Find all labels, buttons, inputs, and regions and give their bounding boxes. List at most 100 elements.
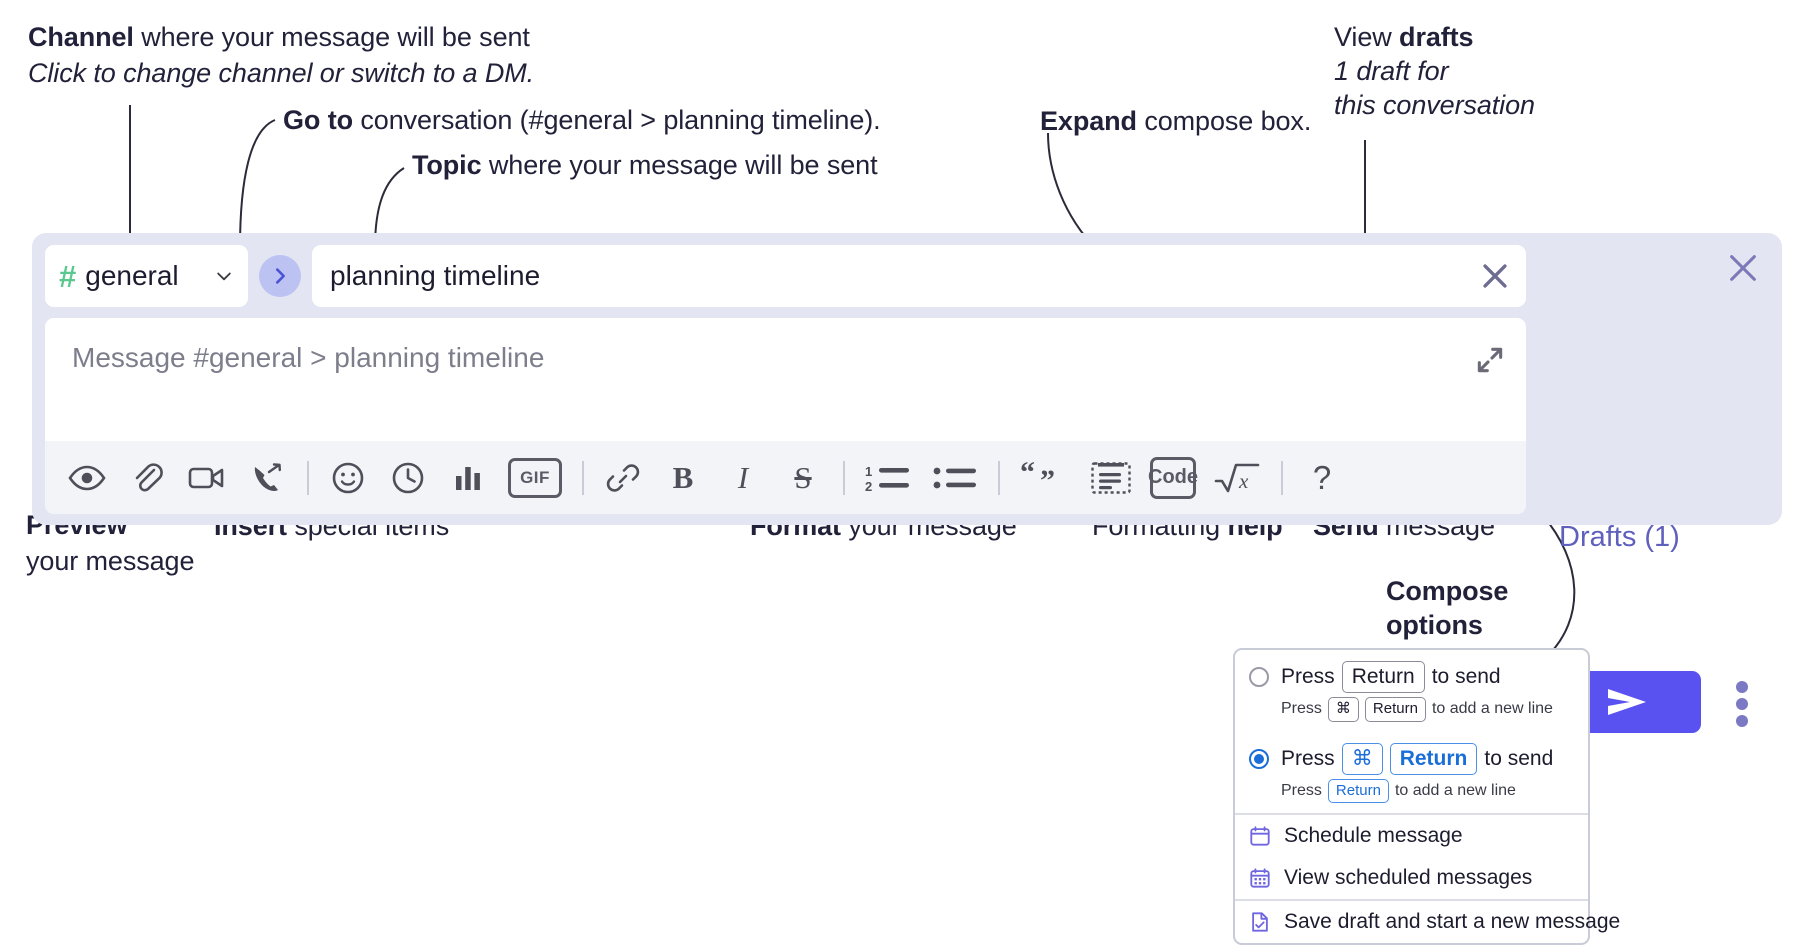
annotation-channel-sub: Click to change channel or switch to a D… — [28, 57, 535, 88]
key-command: ⌘ — [1327, 697, 1359, 722]
menu-item-label: View scheduled messages — [1284, 866, 1533, 890]
menu-item-view-scheduled-messages[interactable]: View scheduled messages — [1235, 857, 1588, 899]
gif-icon[interactable]: GIF — [508, 457, 562, 498]
gif-label: GIF — [508, 457, 562, 498]
svg-text:2: 2 — [865, 479, 872, 493]
radio-indicator-selected[interactable] — [1249, 748, 1269, 769]
menu-divider — [1235, 813, 1588, 816]
help-label: ? — [1312, 459, 1332, 496]
code-icon[interactable]: Code — [1148, 456, 1198, 499]
annotation-channel: Channel where your message will be sent … — [28, 22, 534, 90]
expand-diagonal-icon[interactable] — [1474, 344, 1506, 376]
code-block-icon[interactable] — [1089, 458, 1133, 498]
chevron-down-icon — [217, 272, 231, 281]
radio1-pre: Press — [1281, 665, 1335, 689]
preview-icon[interactable] — [67, 458, 107, 498]
menu-item-label: Schedule message — [1284, 824, 1463, 848]
poll-icon[interactable] — [448, 458, 488, 498]
strikethrough-icon[interactable]: S — [783, 458, 823, 498]
separator-5 — [1281, 460, 1283, 495]
menu-divider — [1235, 899, 1588, 902]
annotation-topic-bold: Topic — [412, 150, 482, 180]
radio-option-cmd-return-to-send[interactable]: Press ⌘ Return to send Press Return to a… — [1235, 732, 1588, 814]
radio1-post: to send — [1431, 665, 1501, 689]
clock-icon[interactable] — [388, 458, 428, 498]
radio1-sub-post: to add a new line — [1431, 700, 1553, 718]
topic-input[interactable]: planning timeline — [312, 245, 1526, 307]
key-return: Return — [1389, 742, 1478, 775]
key-return: Return — [1341, 661, 1425, 694]
annotation-drafts: View drafts 1 draft for this conversatio… — [1334, 22, 1535, 122]
channel-select-button[interactable]: # general — [45, 245, 248, 307]
radio2-sub-post: to add a new line — [1394, 782, 1516, 800]
annotation-channel-rest: where your message will be sent — [133, 22, 530, 52]
menu-item-label: Save draft and start a new message — [1284, 910, 1621, 934]
compose-inner: # general planning timeline Message #gen… — [45, 245, 1526, 514]
help-icon[interactable]: ? — [1302, 458, 1342, 498]
svg-text:”: ” — [1040, 464, 1055, 494]
radio2-pre: Press — [1281, 746, 1335, 770]
annotation-topic-rest: where your message will be sent — [481, 150, 878, 180]
attachment-icon[interactable] — [127, 458, 167, 498]
goto-conversation-button[interactable] — [259, 255, 301, 297]
svg-text:“: “ — [1020, 462, 1035, 489]
bold-label: B — [672, 460, 694, 495]
compose-panel: # general planning timeline Message #gen… — [32, 233, 1782, 733]
separator-1 — [307, 460, 309, 495]
call-forward-icon[interactable] — [247, 458, 287, 498]
more-vertical-icon — [1736, 715, 1748, 727]
radio-option-return-to-send[interactable]: Press Return to send Press ⌘ Return to a… — [1235, 650, 1588, 732]
annotation-expand-rest: compose box. — [1136, 106, 1312, 136]
separator-3 — [843, 460, 845, 495]
svg-text:x: x — [1238, 469, 1249, 493]
annotation-drafts-bold: drafts — [1399, 22, 1474, 52]
message-input-box[interactable]: Message #general > planning timeline — [45, 318, 1526, 514]
video-icon[interactable] — [187, 458, 227, 498]
annotation-compose-options-bold1: Compose — [1386, 576, 1509, 606]
annotation-goto-rest: conversation (#general > planning timeli… — [352, 105, 881, 135]
menu-item-save-draft[interactable]: Save draft and start a new message — [1235, 901, 1620, 943]
radio1-sub-pre: Press — [1281, 700, 1322, 718]
annotation-preview-sub: your message — [26, 545, 195, 576]
blockquote-icon[interactable]: “ ” — [1019, 458, 1069, 498]
svg-text:1: 1 — [865, 464, 872, 479]
chevron-right-icon — [275, 268, 285, 284]
annotation-drafts-sub1: 1 draft for — [1334, 55, 1449, 86]
menu-item-schedule-message[interactable]: Schedule message — [1235, 815, 1588, 857]
more-vertical-icon — [1736, 698, 1748, 710]
separator-2 — [582, 460, 584, 495]
bullet-list-icon[interactable] — [932, 458, 978, 498]
radio2-post: to send — [1484, 746, 1554, 770]
annotation-drafts-pre: View — [1334, 22, 1400, 52]
radio2-sub-pre: Press — [1281, 782, 1322, 800]
italic-icon[interactable]: I — [723, 458, 763, 498]
annotation-expand: Expand compose box. — [1040, 106, 1311, 138]
bold-icon[interactable]: B — [663, 458, 703, 498]
close-icon[interactable] — [1726, 251, 1760, 285]
compose-options-button[interactable] — [1735, 681, 1749, 727]
link-icon[interactable] — [603, 458, 643, 498]
channel-name-label: general — [85, 260, 179, 291]
separator-4 — [998, 460, 1000, 495]
topic-value: planning timeline — [330, 260, 541, 291]
calendar-grid-icon — [1250, 868, 1270, 888]
hash-icon: # — [59, 258, 77, 294]
calendar-schedule-icon — [1250, 826, 1270, 846]
key-return: Return — [1327, 778, 1389, 804]
ordered-list-icon[interactable]: 1 2 — [864, 458, 912, 498]
math-icon[interactable]: x — [1213, 458, 1261, 498]
save-draft-icon — [1252, 912, 1268, 932]
close-icon[interactable] — [1478, 259, 1512, 293]
annotation-goto: Go to conversation (#general > planning … — [283, 105, 881, 137]
compose-header-row: # general planning timeline — [45, 245, 1526, 307]
annotation-topic: Topic where your message will be sent — [412, 150, 878, 182]
annotation-channel-bold: Channel — [28, 22, 134, 52]
message-placeholder: Message #general > planning timeline — [72, 342, 545, 373]
drafts-link[interactable]: Drafts (1) — [1559, 521, 1680, 553]
annotation-expand-bold: Expand — [1040, 106, 1137, 136]
annotation-compose-options-bold2: options — [1386, 609, 1483, 640]
radio-indicator[interactable] — [1249, 667, 1269, 688]
emoji-icon[interactable] — [328, 458, 368, 498]
annotation-drafts-sub2: this conversation — [1334, 89, 1535, 120]
key-return: Return — [1364, 697, 1426, 722]
